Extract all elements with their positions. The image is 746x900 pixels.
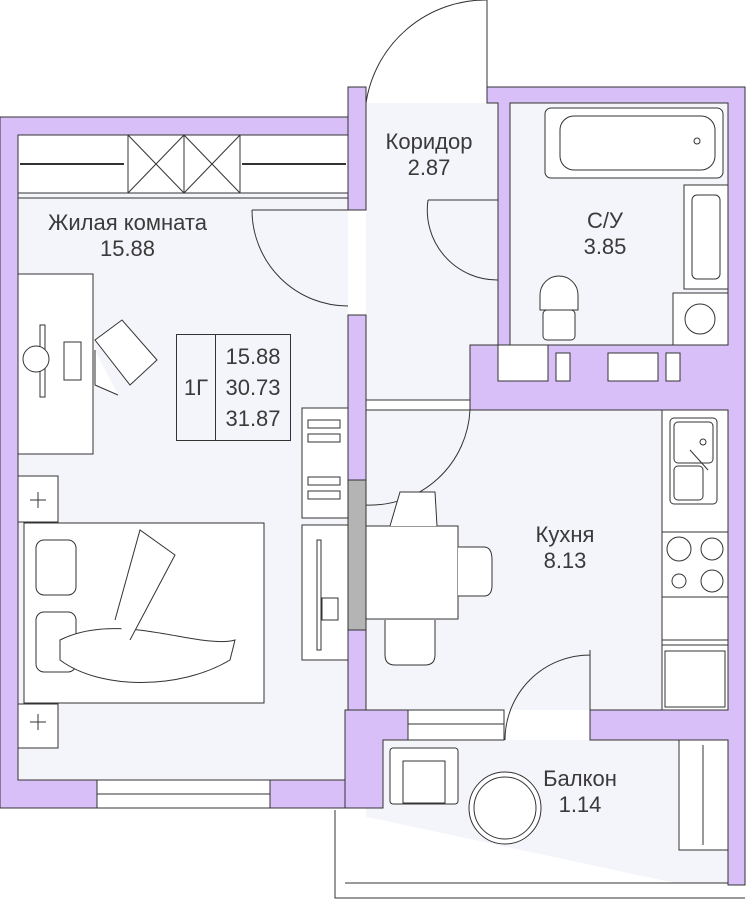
corridor-area: 2.87 (407, 155, 451, 180)
tv-unit (301, 407, 349, 661)
total-area-value: 30.73 (225, 375, 281, 400)
living-room-name: Жилая комната (48, 210, 207, 235)
bathroom-name: С/У (587, 208, 623, 233)
desk (17, 273, 158, 455)
corridor-name: Коридор (385, 129, 473, 154)
balcony-area: 1.14 (558, 792, 602, 817)
corridor-label: Коридор 2.87 (366, 129, 492, 181)
bathroom-fixtures (539, 107, 729, 346)
wardrobe (17, 134, 349, 199)
summary-values: 15.88 30.73 31.87 (216, 335, 290, 440)
living-room-label: Жилая комната 15.88 (20, 210, 235, 262)
apartment-summary: 1Г 15.88 30.73 31.87 (176, 334, 291, 441)
entrance-door (365, 0, 488, 104)
balcony-label: Балкон 1.14 (530, 766, 630, 818)
living-area-value: 15.88 (225, 344, 281, 369)
doors (251, 199, 591, 741)
bathroom-label: С/У 3.85 (560, 208, 650, 260)
kitchen-fixtures (365, 409, 729, 711)
bathroom-area: 3.85 (583, 234, 627, 259)
windows (96, 344, 745, 899)
balcony-name: Балкон (543, 766, 617, 791)
balcony-fixtures (389, 739, 729, 851)
kitchen-label: Кухня 8.13 (515, 522, 615, 574)
living-room-area: 15.88 (99, 236, 156, 261)
column (347, 479, 367, 631)
total-with-balcony-value: 31.87 (225, 406, 281, 431)
kitchen-name: Кухня (535, 522, 595, 547)
kitchen-area: 8.13 (543, 548, 587, 573)
apartment-type: 1Г (177, 335, 216, 440)
bed (17, 475, 265, 749)
